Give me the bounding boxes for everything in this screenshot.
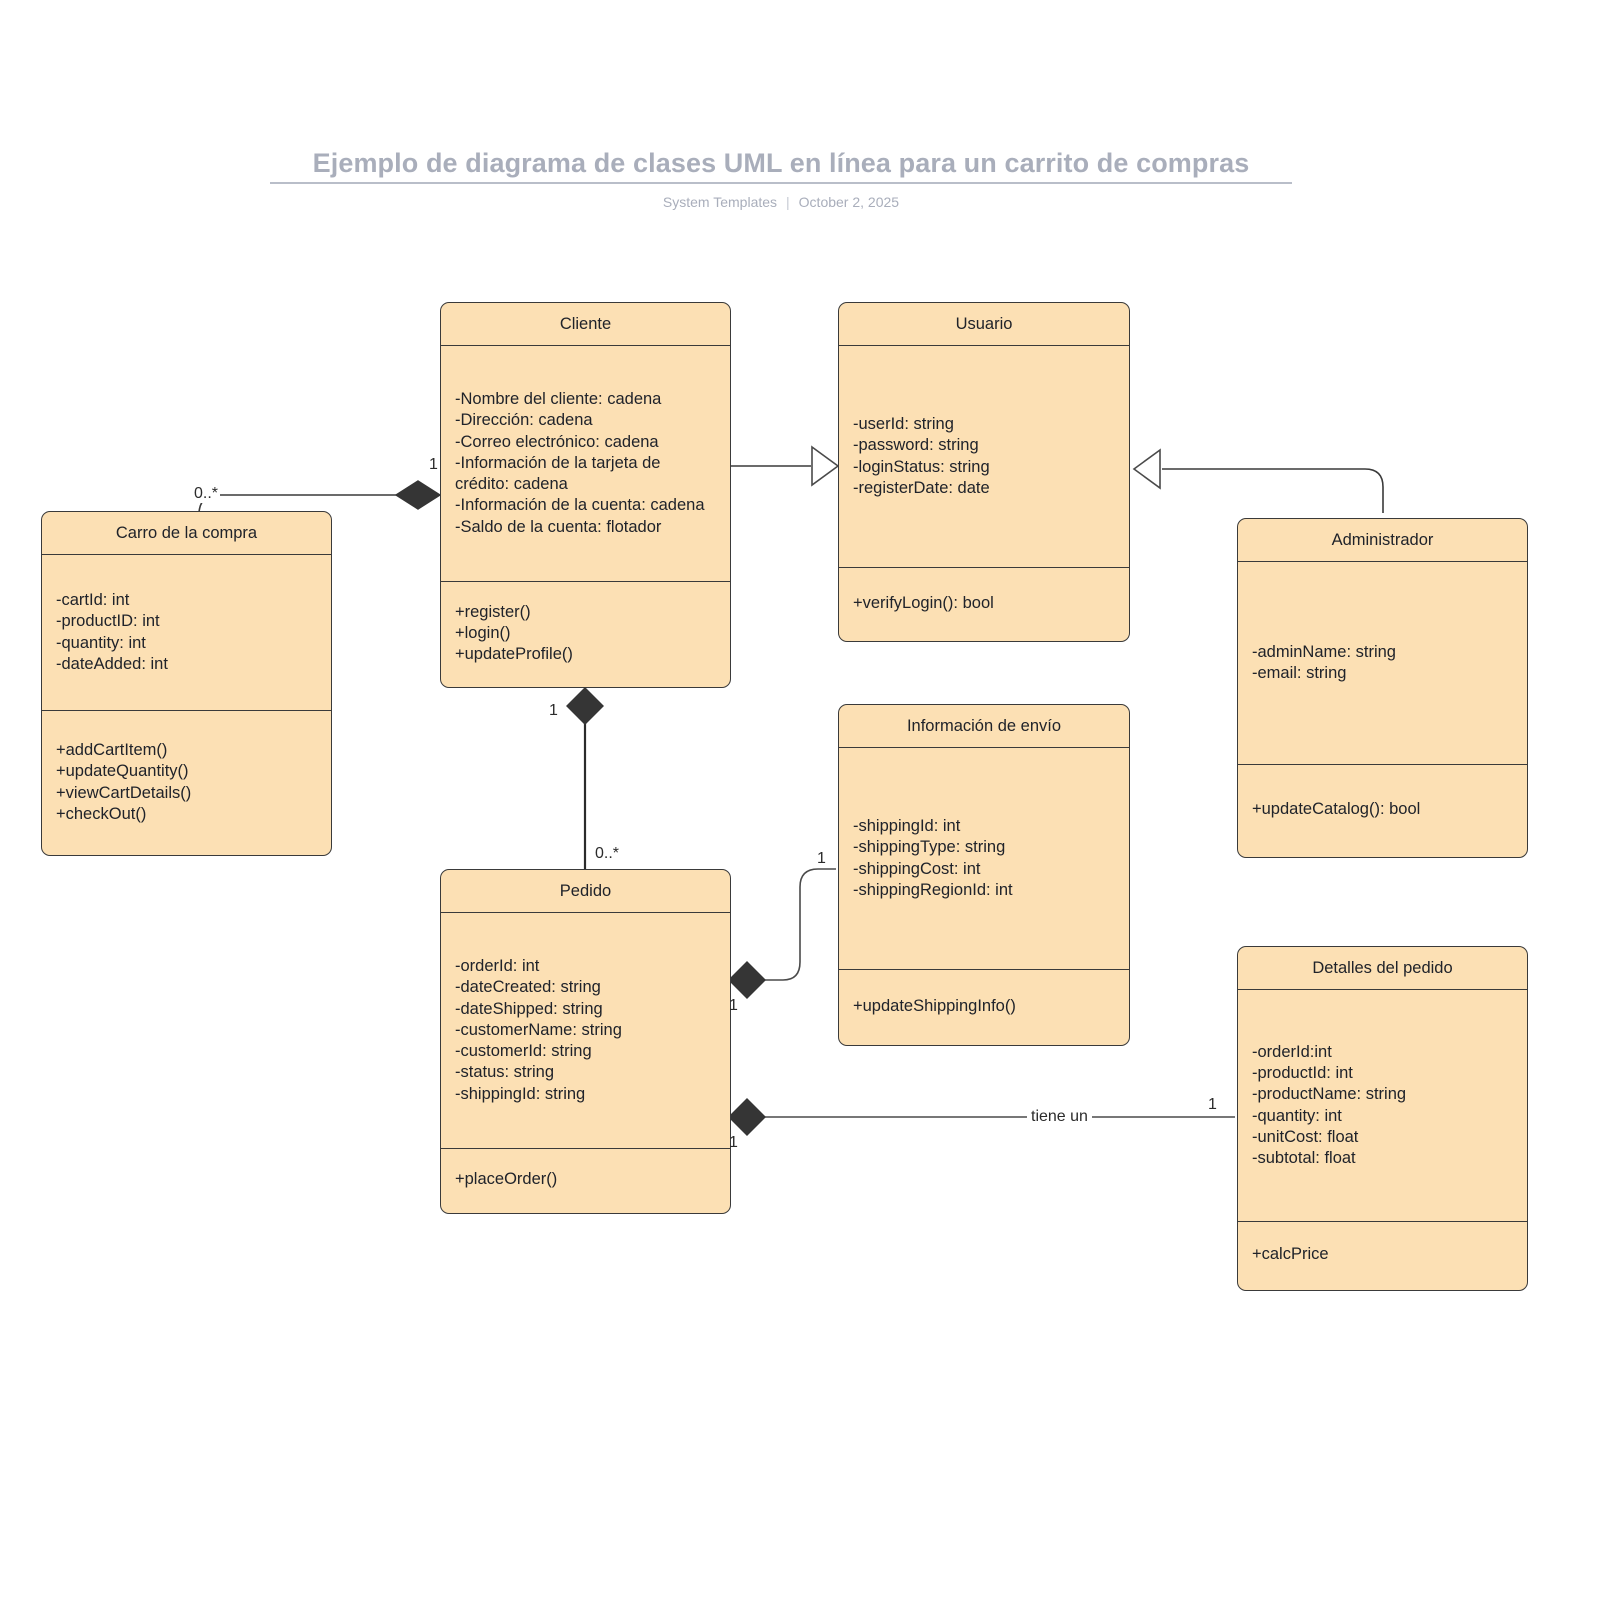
edge-label-tiene-un: tiene un xyxy=(1027,1108,1092,1126)
method-row: +viewCartDetails() xyxy=(56,783,192,802)
uml-class-cliente[interactable]: Cliente -Nombre del cliente: cadena -Dir… xyxy=(440,302,731,688)
class-name-pedido: Pedido xyxy=(441,870,730,913)
attribute-row: -subtotal: float xyxy=(1252,1149,1356,1168)
attribute-row: -dateCreated: string xyxy=(455,978,601,997)
page-subtitle: System Templates | October 2, 2025 xyxy=(270,194,1292,210)
method-row: +addCartItem() xyxy=(56,740,168,759)
class-attributes-pedido: -orderId: int -dateCreated: string -date… xyxy=(441,913,730,1149)
attribute-row: -shippingCost: int xyxy=(853,859,981,878)
method-row: +placeOrder() xyxy=(455,1169,558,1188)
multiplicity-pedido-detalles-source: 1 xyxy=(729,1134,738,1151)
method-row: +updateShippingInfo() xyxy=(853,996,1016,1015)
subtitle-source: System Templates xyxy=(662,194,778,210)
multiplicity-pedido-detalles-target: 1 xyxy=(1208,1096,1217,1113)
multiplicity-pedido-envio-target: 1 xyxy=(817,850,826,867)
class-attributes-usuario: -userId: string -password: string -login… xyxy=(839,346,1129,568)
class-attributes-detalles-del-pedido: -orderId:int -productId: int -productNam… xyxy=(1238,990,1527,1222)
class-name-informacion-de-envio: Información de envío xyxy=(839,705,1129,748)
multiplicity-cliente-pedido-source: 1 xyxy=(549,702,558,719)
class-attributes-carro-de-la-compra: -cartId: int -productID: int -quantity: … xyxy=(42,555,331,711)
attribute-row: -Saldo de la cuenta: flotador xyxy=(455,517,662,536)
attribute-row: -registerDate: date xyxy=(853,478,990,497)
attribute-row: -adminName: string xyxy=(1252,642,1396,661)
class-methods-usuario: +verifyLogin(): bool xyxy=(839,568,1129,639)
attribute-row: -customerId: string xyxy=(455,1042,592,1061)
method-row: +login() xyxy=(455,623,511,642)
class-attributes-cliente: -Nombre del cliente: cadena -Dirección: … xyxy=(441,346,730,582)
class-name-administrador: Administrador xyxy=(1238,519,1527,562)
subtitle-separator: | xyxy=(786,194,790,210)
uml-class-informacion-de-envio[interactable]: Información de envío -shippingId: int -s… xyxy=(838,704,1130,1046)
attribute-row: -shippingId: int xyxy=(853,816,961,835)
multiplicity-cliente-carro-target: 0..* xyxy=(192,485,221,503)
attribute-row: -unitCost: float xyxy=(1252,1127,1359,1146)
attribute-row: -shippingRegionId: int xyxy=(853,880,1013,899)
multiplicity-pedido-envio-source: 1 xyxy=(729,997,738,1014)
class-methods-pedido: +placeOrder() xyxy=(441,1149,730,1210)
attribute-row: -password: string xyxy=(853,436,979,455)
class-methods-carro-de-la-compra: +addCartItem() +updateQuantity() +viewCa… xyxy=(42,711,331,854)
method-row: +updateProfile() xyxy=(455,645,573,664)
attribute-row: -cartId: int xyxy=(56,590,130,609)
attribute-row: -loginStatus: string xyxy=(853,457,990,476)
attribute-row: -Nombre del cliente: cadena xyxy=(455,389,662,408)
uml-class-detalles-del-pedido[interactable]: Detalles del pedido -orderId:int -produc… xyxy=(1237,946,1528,1291)
attribute-row: -Dirección: cadena xyxy=(455,411,593,430)
attribute-row: -quantity: int xyxy=(1252,1106,1342,1125)
class-name-cliente: Cliente xyxy=(441,303,730,346)
attribute-row: -productId: int xyxy=(1252,1063,1353,1082)
attribute-row: -customerName: string xyxy=(455,1020,622,1039)
attribute-row: -shippingId: string xyxy=(455,1084,586,1103)
attribute-row: -Correo electrónico: cadena xyxy=(455,432,659,451)
class-name-detalles-del-pedido: Detalles del pedido xyxy=(1238,947,1527,990)
attribute-row: -productID: int xyxy=(56,612,160,631)
class-name-usuario: Usuario xyxy=(839,303,1129,346)
subtitle-date: October 2, 2025 xyxy=(798,194,900,210)
title-divider xyxy=(270,182,1292,184)
method-row: +updateCatalog(): bool xyxy=(1252,800,1421,819)
attribute-row: -status: string xyxy=(455,1063,555,1082)
attribute-row: -email: string xyxy=(1252,664,1347,682)
uml-class-administrador[interactable]: Administrador -adminName: string -email:… xyxy=(1237,518,1528,858)
class-methods-cliente: +register() +login() +updateProfile() xyxy=(441,582,730,685)
method-row: +checkOut() xyxy=(56,804,147,823)
class-methods-detalles-del-pedido: +calcPrice xyxy=(1238,1222,1527,1287)
attribute-row: -shippingType: string xyxy=(853,838,1006,857)
method-row: +verifyLogin(): bool xyxy=(853,593,994,612)
method-row: +register() xyxy=(455,602,531,621)
uml-class-pedido[interactable]: Pedido -orderId: int -dateCreated: strin… xyxy=(440,869,731,1214)
attribute-row: -orderId:int xyxy=(1252,1042,1332,1061)
class-attributes-administrador: -adminName: string -email: string xyxy=(1238,562,1527,765)
attribute-row: -orderId: int xyxy=(455,956,540,975)
attribute-row: -quantity: int xyxy=(56,633,146,652)
page-title: Ejemplo de diagrama de clases UML en lín… xyxy=(312,148,1250,178)
attribute-row: -Información de la cuenta: cadena xyxy=(455,496,705,515)
method-row: +calcPrice xyxy=(1252,1244,1329,1263)
class-attributes-informacion-de-envio: -shippingId: int -shippingType: string -… xyxy=(839,748,1129,970)
uml-class-usuario[interactable]: Usuario -userId: string -password: strin… xyxy=(838,302,1130,642)
attribute-row: -dateShipped: string xyxy=(455,999,603,1018)
method-row: +updateQuantity() xyxy=(56,762,189,781)
attribute-row: -userId: string xyxy=(853,414,954,433)
multiplicity-cliente-carro-source: 1 xyxy=(429,456,438,473)
multiplicity-cliente-pedido-target: 0..* xyxy=(595,845,620,862)
class-methods-administrador: +updateCatalog(): bool xyxy=(1238,765,1527,855)
attribute-row: -dateAdded: int xyxy=(56,654,168,673)
attribute-row: -productName: string xyxy=(1252,1085,1407,1104)
attribute-row: -Información de la tarjeta de crédito: c… xyxy=(455,453,666,494)
class-methods-informacion-de-envio: +updateShippingInfo() xyxy=(839,970,1129,1043)
uml-class-carro-de-la-compra[interactable]: Carro de la compra -cartId: int -product… xyxy=(41,511,332,856)
class-name-carro-de-la-compra: Carro de la compra xyxy=(42,512,331,555)
